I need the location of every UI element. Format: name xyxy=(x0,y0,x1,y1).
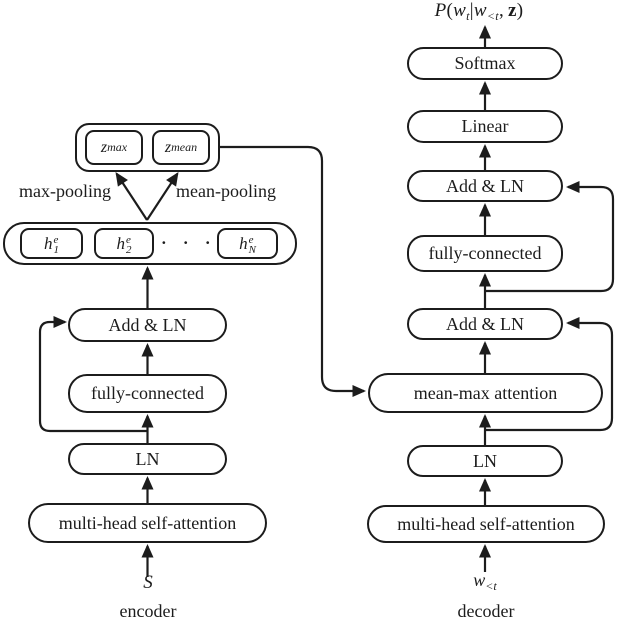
encoder-add-ln-box: Add & LN xyxy=(68,308,227,342)
decoder-add-ln-top-box: Add & LN xyxy=(407,170,563,202)
max-pooling-label: max-pooling xyxy=(19,181,111,201)
decoder-softmax-box: Softmax xyxy=(407,47,563,80)
encoder-ln-box: LN xyxy=(68,443,227,475)
decoder-multi-head-attention-box: multi-head self-attention xyxy=(367,505,605,543)
decoder-ln-box: LN xyxy=(407,445,563,477)
arrow-mean-pooling xyxy=(146,172,179,221)
decoder-input-label: w<t xyxy=(473,570,497,593)
arrow-max-pooling xyxy=(115,172,148,221)
arrow-dec-residual-top xyxy=(485,181,615,293)
decoder-add-ln-mid-box: Add & LN xyxy=(407,308,563,340)
encoder-fully-connected-box: fully-connected xyxy=(68,374,227,413)
encoder-input-label: S xyxy=(143,572,153,593)
arrow-enc-residual xyxy=(38,316,148,433)
decoder-linear-box: Linear xyxy=(407,110,563,143)
encoder-caption: encoder xyxy=(119,601,177,621)
decoder-fully-connected-box: fully-connected xyxy=(407,235,563,272)
decoder-mean-max-attention-box: mean-max attention xyxy=(368,373,603,413)
decoder-caption: decoder xyxy=(457,601,515,621)
arrow-dec-residual-mid xyxy=(485,317,614,432)
mean-pooling-label: mean-pooling xyxy=(176,181,276,201)
arrow-z-to-mean-max xyxy=(220,145,366,397)
output-distribution-formula: P(wt|w<t,z) xyxy=(434,0,524,23)
encoder-multi-head-attention-box: multi-head self-attention xyxy=(28,503,267,543)
hidden-states-ellipsis: · · · xyxy=(161,233,217,252)
